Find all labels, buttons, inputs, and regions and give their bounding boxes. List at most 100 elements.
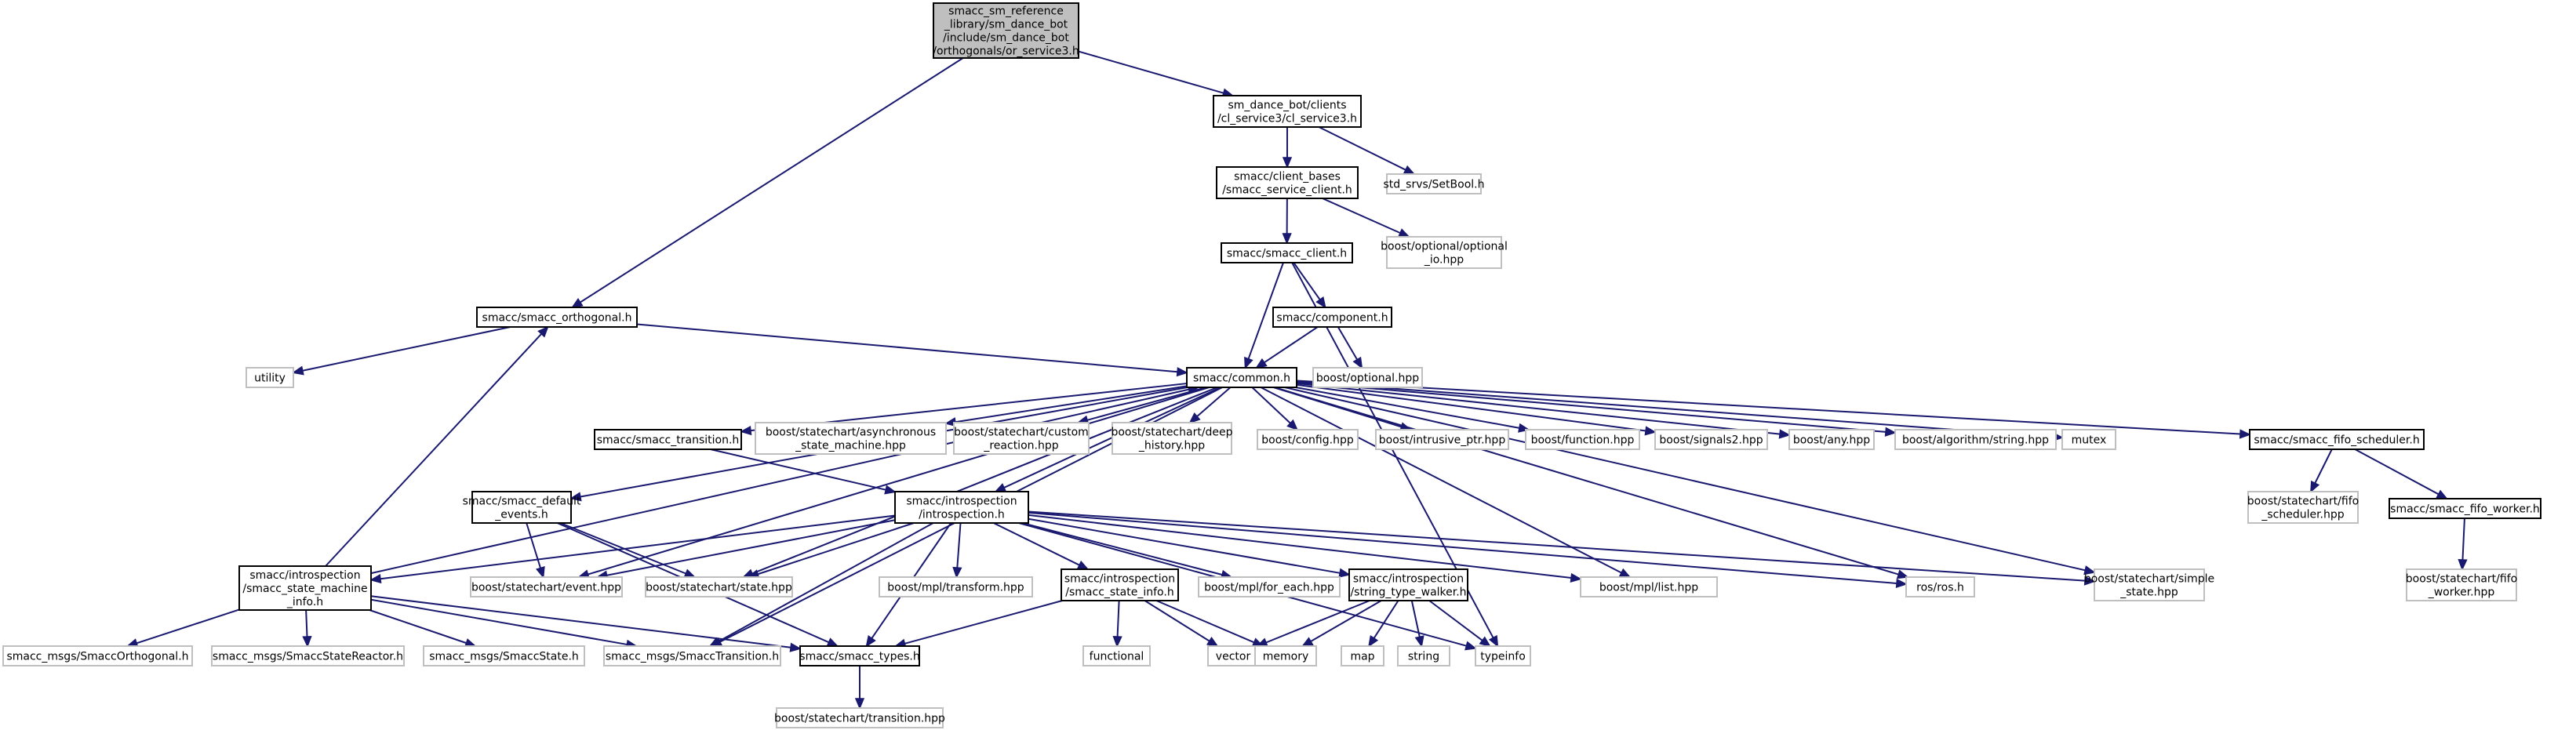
node-label: /include/sm_dance_bot	[943, 32, 1069, 45]
node-default_events[interactable]: smacc/smacc_default_events.h	[463, 491, 581, 524]
node-service_client[interactable]: smacc/client_bases/smacc_service_client.…	[1216, 166, 1359, 199]
node-typeinfo: typeinfo	[1475, 645, 1531, 666]
node-fifo_worker_h[interactable]: smacc/smacc_fifo_worker.h	[2389, 498, 2541, 519]
node-smacc_client[interactable]: smacc/smacc_client.h	[1221, 242, 1353, 263]
node-orthogonal[interactable]: smacc/smacc_orthogonal.h	[476, 307, 638, 328]
node-box-map	[1341, 645, 1384, 666]
edge-fifo_worker_h-to-fifo_worker_hpp	[2461, 518, 2465, 561]
node-root[interactable]: smacc_sm_reference_library/sm_dance_bot/…	[933, 2, 1079, 59]
arrowhead-type_walker-to-string	[1414, 635, 1424, 648]
node-label: vector	[1216, 651, 1251, 663]
node-label: _scheduler.hpp	[2261, 509, 2344, 521]
node-label: /string_type_walker.h	[1350, 587, 1466, 599]
node-label: memory	[1263, 651, 1309, 663]
node-box-common	[1186, 367, 1297, 388]
arrowhead-common-to-ros	[1896, 569, 1909, 579]
arrowhead-introspection-to-mpl_list	[1570, 572, 1582, 583]
node-box-msg_orthogonal	[2, 645, 193, 666]
node-signals2: boost/signals2.hpp	[1654, 429, 1768, 450]
edge-common-to-function	[1295, 387, 1520, 429]
node-box-fifo_scheduler_h	[2249, 429, 2425, 450]
node-box-orthogonal	[476, 307, 638, 328]
edge-introspection-to-sm_info	[380, 514, 896, 580]
arrowhead-default_events-to-event	[535, 566, 545, 579]
node-box-mutex	[2061, 429, 2116, 450]
node-memory: memory	[1254, 645, 1317, 666]
arrowhead-common-to-simple_state	[2083, 565, 2096, 576]
node-label: boost/statechart/asynchronous	[766, 427, 936, 439]
node-string: string	[1397, 645, 1450, 666]
node-box-intrusive	[1375, 429, 1509, 450]
node-types[interactable]: smacc/smacc_types.h	[799, 645, 920, 666]
node-fifo_scheduler_h[interactable]: smacc/smacc_fifo_scheduler.h	[2249, 429, 2425, 450]
arrowhead-introspection-to-simple_state	[2083, 576, 2096, 586]
edge-introspection-to-event	[606, 519, 896, 576]
edge-common-to-mutex	[1296, 380, 2054, 438]
node-label: _library/sm_dance_bot	[944, 19, 1068, 31]
node-component[interactable]: smacc/component.h	[1272, 307, 1392, 328]
node-vector: vector	[1207, 645, 1259, 666]
arrowhead-cl_service3-to-setbool	[1403, 165, 1416, 175]
edge-type_walker-to-string	[1410, 600, 1421, 637]
node-sm_info[interactable]: smacc/introspection/smacc_state_machine_…	[238, 565, 372, 611]
node-label: /orthogonals/or_service3.h	[933, 45, 1079, 58]
node-label: /smacc_state_info.h	[1065, 587, 1173, 599]
node-label: ros/ros.h	[1916, 582, 1964, 594]
node-box-setbool	[1386, 173, 1482, 194]
node-box-smacc_client	[1221, 242, 1353, 263]
node-simple_state: boost/statechart/simple_state.hpp	[2084, 568, 2214, 601]
arrowhead-types-to-sc_transition	[854, 698, 865, 710]
arrowhead-fifo_scheduler_h-to-fifo_scheduler_hpp	[2310, 480, 2320, 493]
edge-type_walker-to-map	[1373, 600, 1399, 639]
node-box-introspection	[894, 491, 1029, 524]
node-box-function	[1525, 429, 1640, 450]
arrowhead-component-to-optional	[1352, 356, 1363, 369]
node-msg_orthogonal: smacc_msgs/SmaccOrthogonal.h	[2, 645, 193, 666]
node-label: smacc/smacc_default	[463, 496, 581, 508]
edge-root-to-cl_service3	[1078, 50, 1224, 94]
node-fifo_scheduler_hpp: boost/statechart/fifo_scheduler.hpp	[2247, 491, 2359, 524]
node-common[interactable]: smacc/common.h	[1186, 367, 1297, 388]
edge-fifo_scheduler_h-to-fifo_scheduler_hpp	[2314, 449, 2333, 484]
node-label: boost/statechart/fifo	[2406, 573, 2517, 586]
node-transition_h[interactable]: smacc/smacc_transition.h	[594, 429, 742, 450]
node-cl_service3[interactable]: sm_dance_bot/clients/cl_service3/cl_serv…	[1213, 95, 1362, 128]
arrowhead-cl_service3-to-service_client	[1282, 157, 1293, 169]
node-type_walker[interactable]: smacc/introspection/string_type_walker.h	[1348, 568, 1468, 601]
edge-transition_h-to-introspection	[710, 449, 886, 491]
edge-introspection-to-msg_transition	[718, 522, 934, 643]
node-label: boost/statechart/simple	[2084, 573, 2214, 586]
arrowhead-state_info-to-vector	[1206, 637, 1219, 648]
arrowhead-smacc_client-to-component	[1315, 296, 1326, 309]
arrowhead-common-to-default_events	[569, 492, 582, 502]
edge-common-to-fifo_scheduler_h	[1296, 380, 2241, 435]
edge-introspection-to-mpl_list	[1028, 514, 1572, 579]
edge-fifo_scheduler_h-to-fifo_worker_h	[2354, 449, 2440, 496]
node-label: smacc/smacc_transition.h	[597, 434, 740, 447]
arrowhead-common-to-deep_history	[1188, 412, 1201, 424]
edge-state_info-to-vector	[1144, 600, 1210, 642]
node-setbool: std_srvs/SetBool.h	[1384, 173, 1484, 194]
node-label: _io.hpp	[1424, 254, 1464, 267]
node-box-default_events	[471, 491, 572, 524]
edge-sm_info-to-orthogonal	[325, 333, 542, 567]
node-state_info[interactable]: smacc/introspection/smacc_state_info.h	[1061, 568, 1179, 601]
node-box-simple_state	[2094, 568, 2205, 601]
edge-introspection-to-state_info	[993, 522, 1080, 566]
node-box-optional	[1312, 367, 1423, 388]
node-custom_reaction: boost/statechart/custom_reaction.hpp	[953, 422, 1090, 455]
edge-common-to-any	[1296, 382, 1781, 435]
node-async_sm: boost/statechart/asynchronous_state_mach…	[755, 422, 947, 455]
edge-sm_info-to-types	[370, 595, 791, 648]
arrowhead-introspection-to-mpl_transform	[952, 566, 962, 579]
node-msg_state_reactor: smacc_msgs/SmaccStateReactor.h	[211, 645, 405, 666]
edge-cl_service3-to-setbool	[1318, 126, 1406, 171]
node-box-config	[1257, 429, 1359, 450]
node-label: smacc_msgs/SmaccTransition.h	[606, 651, 779, 663]
arrowhead-type_walker-to-typeinfo	[1479, 636, 1491, 648]
arrowhead-common-to-algorithm	[1884, 427, 1897, 437]
node-introspection[interactable]: smacc/introspection/introspection.h	[894, 491, 1029, 524]
node-label: smacc/component.h	[1276, 312, 1388, 325]
node-box-service_client	[1216, 166, 1359, 199]
